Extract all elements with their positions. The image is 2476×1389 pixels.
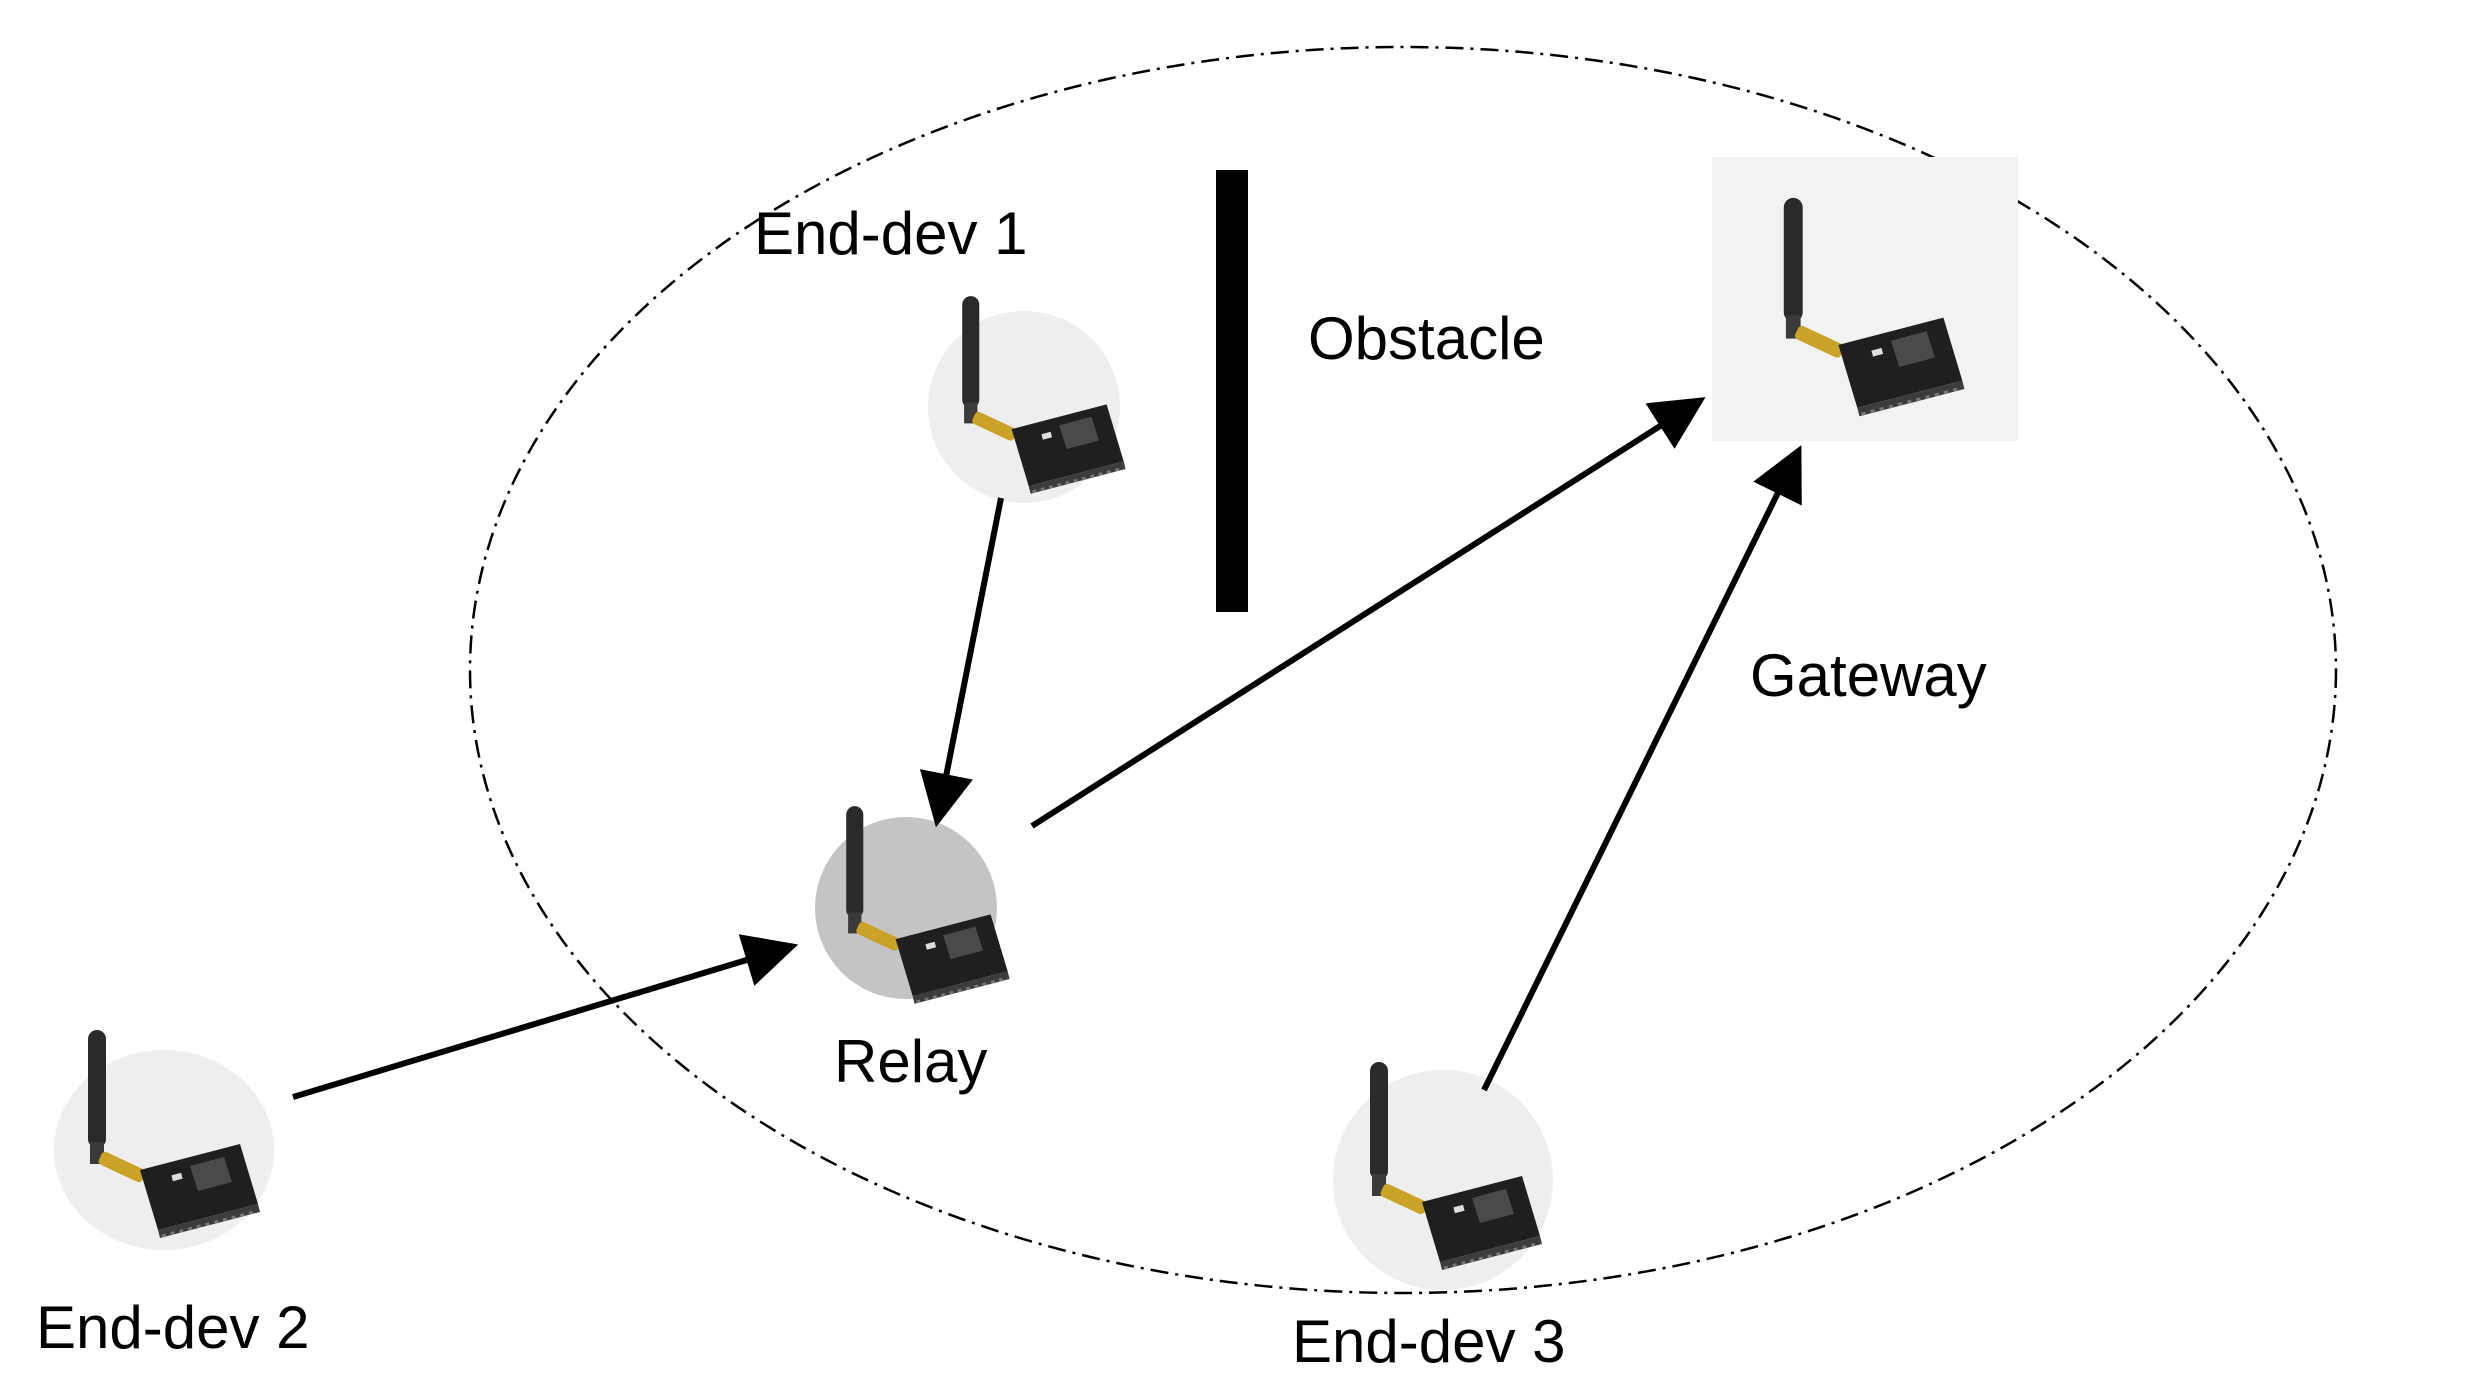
link-end-dev-3-to-gateway	[1481, 445, 1802, 1092]
end-dev-2-node	[54, 1028, 274, 1250]
coverage-area-ellipse	[468, 45, 2338, 1295]
end-dev-1-node	[928, 294, 1128, 503]
relay-label: Relay	[834, 1028, 987, 1095]
gateway-label: Gateway	[1750, 642, 1987, 709]
obstacle-label: Obstacle	[1308, 305, 1545, 372]
end-dev-1-label: End-dev 1	[754, 200, 1028, 267]
end-dev-3-node	[1333, 1060, 1553, 1290]
link-end-dev-1-to-relay	[919, 497, 1004, 828]
end-dev-3-label: End-dev 3	[1292, 1308, 1566, 1375]
obstacle-bar	[1216, 170, 1248, 612]
gateway-node	[1712, 157, 2018, 441]
link-end-dev-2-to-relay	[292, 934, 799, 1100]
end-dev-2-label: End-dev 2	[36, 1294, 310, 1361]
link-relay-to-gateway	[1030, 397, 1706, 829]
relay-node	[815, 804, 1012, 1006]
